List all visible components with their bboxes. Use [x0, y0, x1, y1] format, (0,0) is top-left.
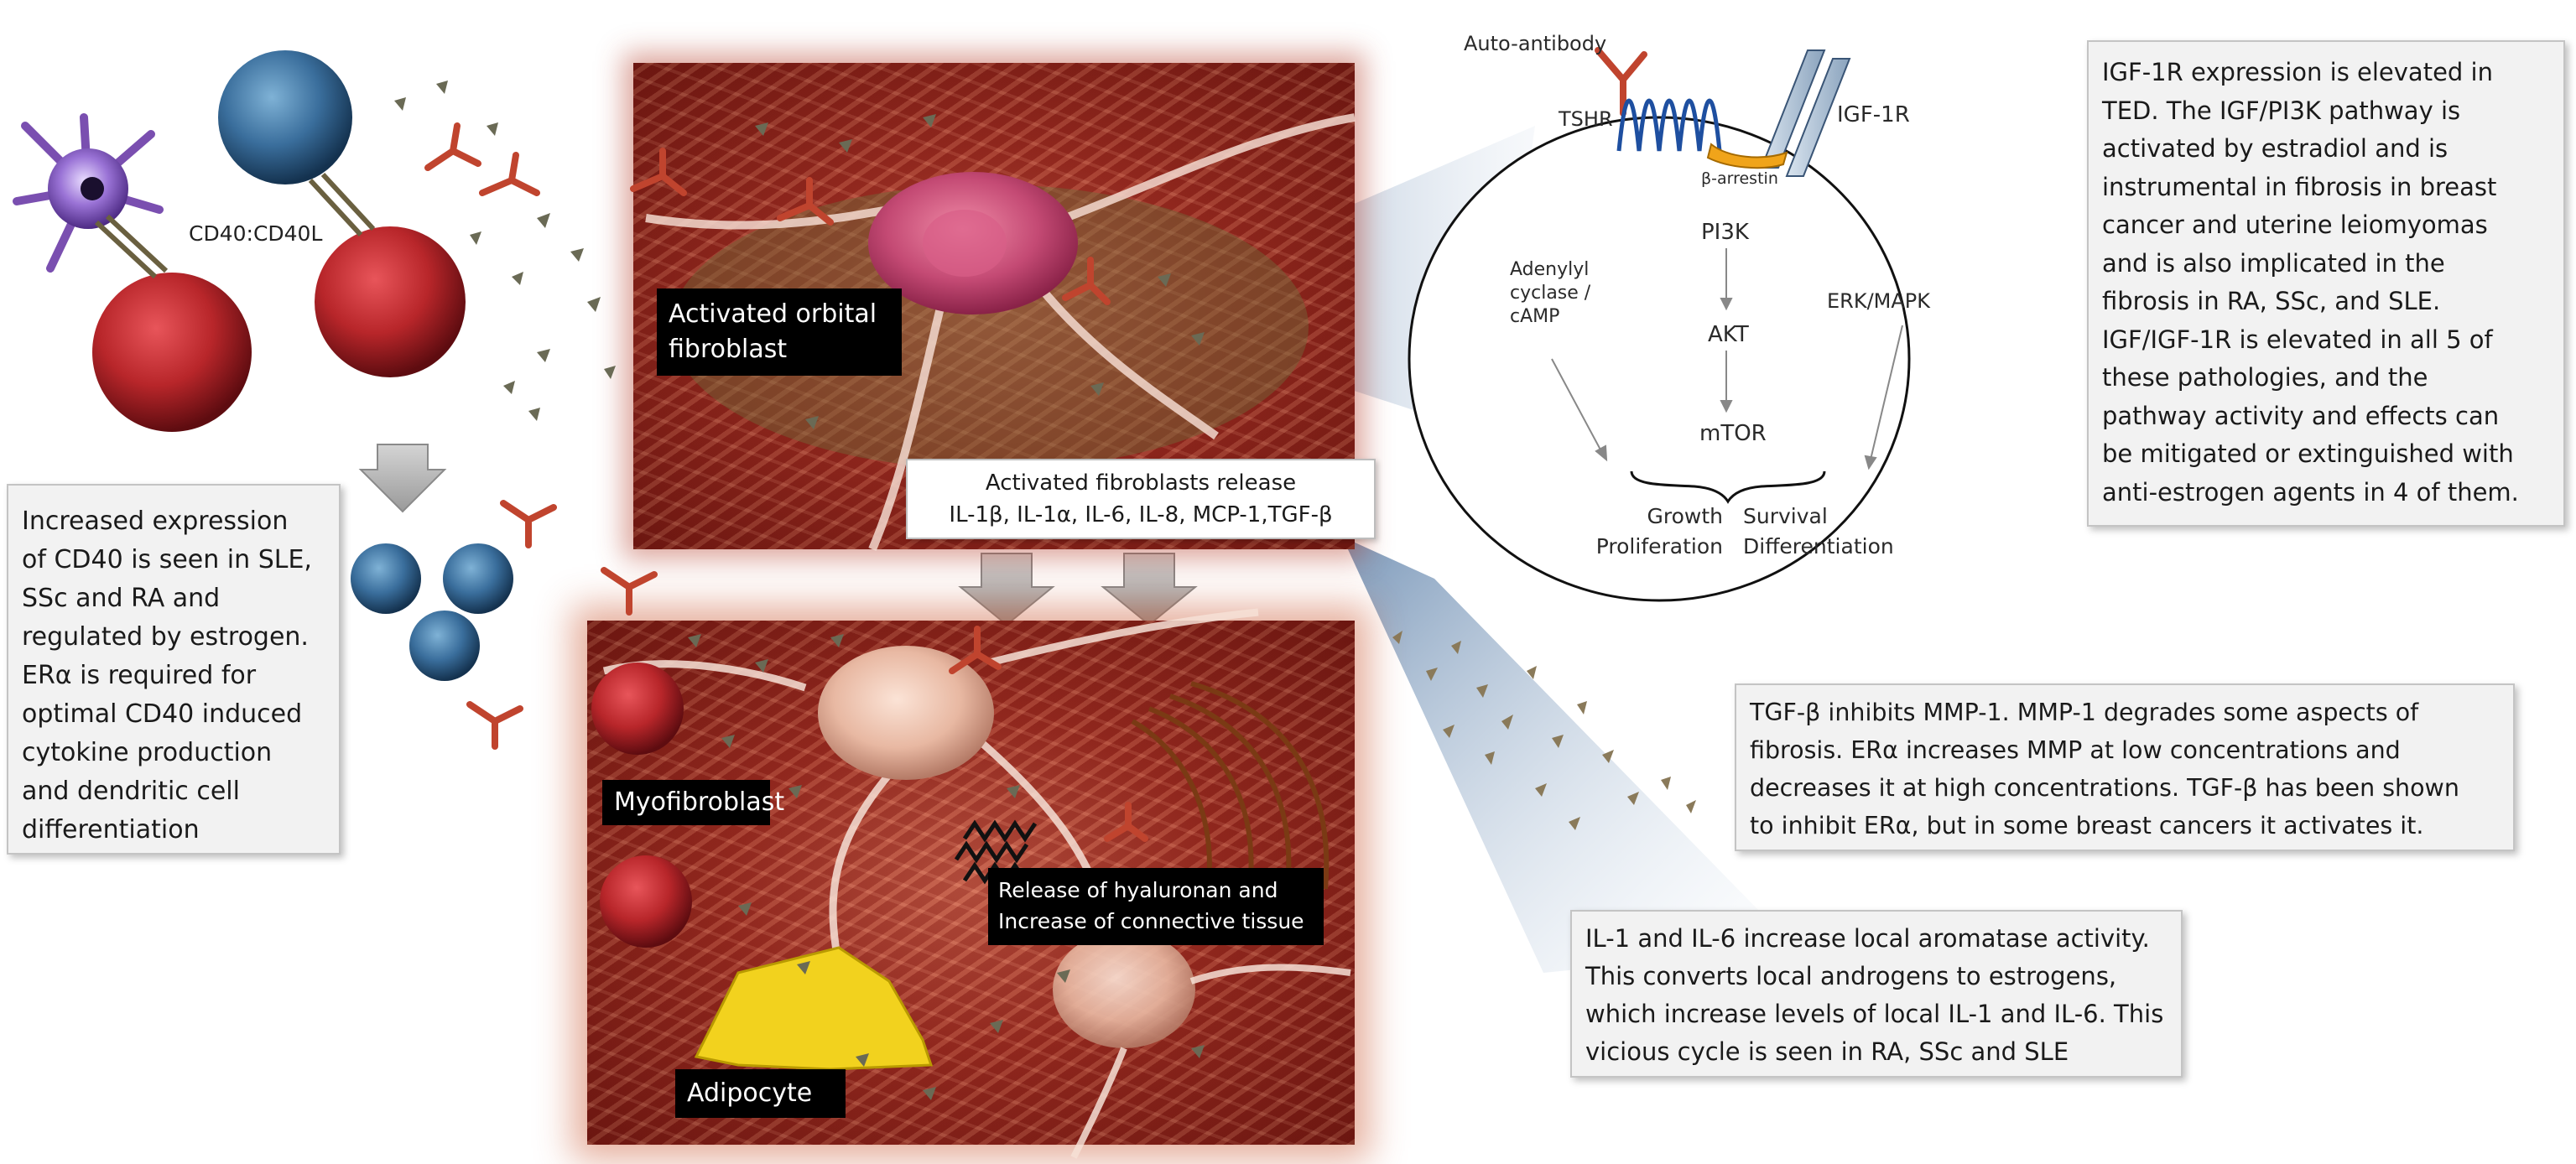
cd40-info-box: Increased expression of CD40 is seen in … [7, 484, 341, 855]
cd40-line: differentiation [22, 815, 200, 844]
growth-line: Proliferation [1595, 534, 1723, 559]
cytokine-particles-right [1392, 631, 1696, 830]
red-cell-2 [315, 226, 466, 377]
adenylyl-cyclase-label: Adenylyl cyclase / cAMP [1510, 258, 1590, 329]
igf-line: cancer and uterine leiomyomas [2102, 210, 2488, 239]
cd40-line: SSc and RA and [22, 584, 221, 613]
tgf-line: TGF-β inhibits MMP-1. MMP-1 degrades som… [1750, 699, 2419, 726]
hyaluronan-icon [954, 819, 1038, 885]
auto-antibody-label: Auto-antibody [1464, 32, 1607, 55]
release-line: Activated fibroblasts release [985, 470, 1297, 496]
igf-line: IGF/IGF-1R is elevated in all 5 of [2102, 325, 2493, 354]
down-arrow-left [358, 444, 447, 513]
cd40-line: ERα is required for [22, 661, 257, 690]
release-line: IL-1β, IL-1α, IL-6, IL-8, MCP-1,TGF-β [949, 502, 1333, 527]
tgf-beta-info-box: TGF-β inhibits MMP-1. MMP-1 degrades som… [1735, 683, 2515, 851]
il-aromatase-info-box: IL-1 and IL-6 increase local aromatase a… [1570, 910, 2183, 1078]
fibroblast-release-label: Activated fibroblasts release IL-1β, IL-… [906, 459, 1376, 539]
il-line: IL-1 and IL-6 increase local aromatase a… [1585, 924, 2150, 953]
il-line: This converts local androgens to estroge… [1585, 962, 2117, 990]
myofibroblast-label: Myofibroblast [602, 780, 784, 825]
cd40-link [94, 172, 376, 279]
signaling-pathway-diagram [1408, 49, 1911, 602]
survival-differentiation-label: Survival Differentiation [1743, 501, 1894, 562]
cd40-line: of CD40 is seen in SLE, [22, 545, 312, 574]
fibroblast-cell-lower [1053, 931, 1351, 1159]
igf1r-label: IGF-1R [1837, 102, 1910, 127]
il-line: vicious cycle is seen in RA, SSc and SLE [1585, 1037, 2069, 1066]
igf-line: fibrosis in RA, SSc, and SLE. [2102, 287, 2441, 315]
tshr-receptor-icon [1616, 98, 1722, 152]
adipocyte-label: Adipocyte [675, 1069, 846, 1118]
pathway-arrows [1551, 248, 1903, 470]
adipocyte-cell [694, 946, 934, 1071]
il-line: which increase levels of local IL-1 and … [1585, 1000, 2164, 1028]
igf-line: these pathologies, and the [2102, 363, 2428, 392]
survival-line: Differentiation [1743, 534, 1894, 559]
igf-line: TED. The IGF/PI3K pathway is [2102, 96, 2461, 125]
cd40-line: Increased expression [22, 507, 289, 536]
erk-mapk-label: ERK/MAPK [1827, 289, 1930, 313]
cell-membrane-oval [1408, 116, 1911, 602]
igf-line: and is also implicated in the [2102, 248, 2445, 278]
igf-line: IGF-1R expression is elevated in [2102, 58, 2493, 86]
igf-line: instrumental in fibrosis in breast [2102, 172, 2497, 201]
beta-arrestin-label: β-arrestin [1701, 169, 1778, 188]
growth-proliferation-label: Growth Proliferation [1580, 501, 1723, 562]
dendritic-cell [13, 113, 164, 273]
cd40-line: cytokine production [22, 738, 273, 767]
hyaluronan-line: Release of hyaluronan and [998, 878, 1278, 902]
akt-label: AKT [1708, 322, 1749, 347]
blue-cell-1 [218, 50, 352, 184]
growth-line: Growth [1647, 504, 1724, 528]
igf-line: activated by estradiol and is [2102, 134, 2449, 163]
igf1r-info-box: IGF-1R expression is elevated in TED. Th… [2087, 40, 2565, 527]
tgf-line: decreases it at high concentrations. TGF… [1750, 774, 2459, 802]
antibody-icons [424, 47, 1647, 842]
activated-fibroblast-cell [645, 113, 1356, 551]
cd40-cd40l-label: CD40:CD40L [180, 220, 331, 247]
pi3k-label: PI3K [1701, 220, 1749, 245]
down-arrow-center-2 [1101, 553, 1198, 626]
down-arrow-center-1 [958, 553, 1055, 626]
survival-line: Survival [1743, 504, 1828, 528]
cd40-line: optimal CD40 induced [22, 699, 303, 729]
red-cell-1 [92, 273, 252, 432]
igf-line: pathway activity and effects can [2102, 401, 2500, 430]
blue-cell-2 [351, 543, 421, 614]
tgf-line: to inhibit ERα, but in some breast cance… [1750, 812, 2424, 839]
outcome-brace [1630, 470, 1826, 504]
hyaluronan-label: Release of hyaluronan and Increase of co… [988, 868, 1324, 945]
mtor-label: mTOR [1699, 421, 1767, 446]
activated-fibroblast-label: Activated orbital fibroblast [657, 288, 902, 376]
activated-fibroblast-line: fibroblast [669, 335, 788, 364]
tshr-label: TSHR [1559, 107, 1613, 131]
red-cell-3 [591, 663, 684, 755]
adenylyl-line: Adenylyl [1510, 259, 1590, 280]
activated-fibroblast-line: Activated orbital [669, 299, 877, 329]
adenylyl-line: cyclase / [1510, 283, 1591, 304]
blue-cell-3 [443, 543, 513, 614]
blue-cell-4 [409, 611, 480, 681]
igf1r-receptor-pane-2 [1785, 58, 1851, 177]
adenylyl-line: cAMP [1510, 306, 1560, 327]
cd40-line: regulated by estrogen. [22, 622, 309, 652]
beta-arrestin-icon [1706, 143, 1788, 169]
igf-line: be mitigated or extinguished with [2102, 439, 2514, 468]
connective-tissue-icon [1131, 681, 1330, 890]
tgf-line: fibrosis. ERα increases MMP at low conce… [1750, 736, 2401, 764]
red-cell-4 [600, 855, 692, 948]
myofibroblast-cell [602, 608, 1259, 965]
hyaluronan-line: Increase of connective tissue [998, 909, 1304, 933]
igf-line: anti-estrogen agents in 4 of them. [2102, 477, 2519, 507]
igf1r-receptor-icon [1760, 49, 1826, 169]
cd40-line: and dendritic cell [22, 777, 240, 806]
